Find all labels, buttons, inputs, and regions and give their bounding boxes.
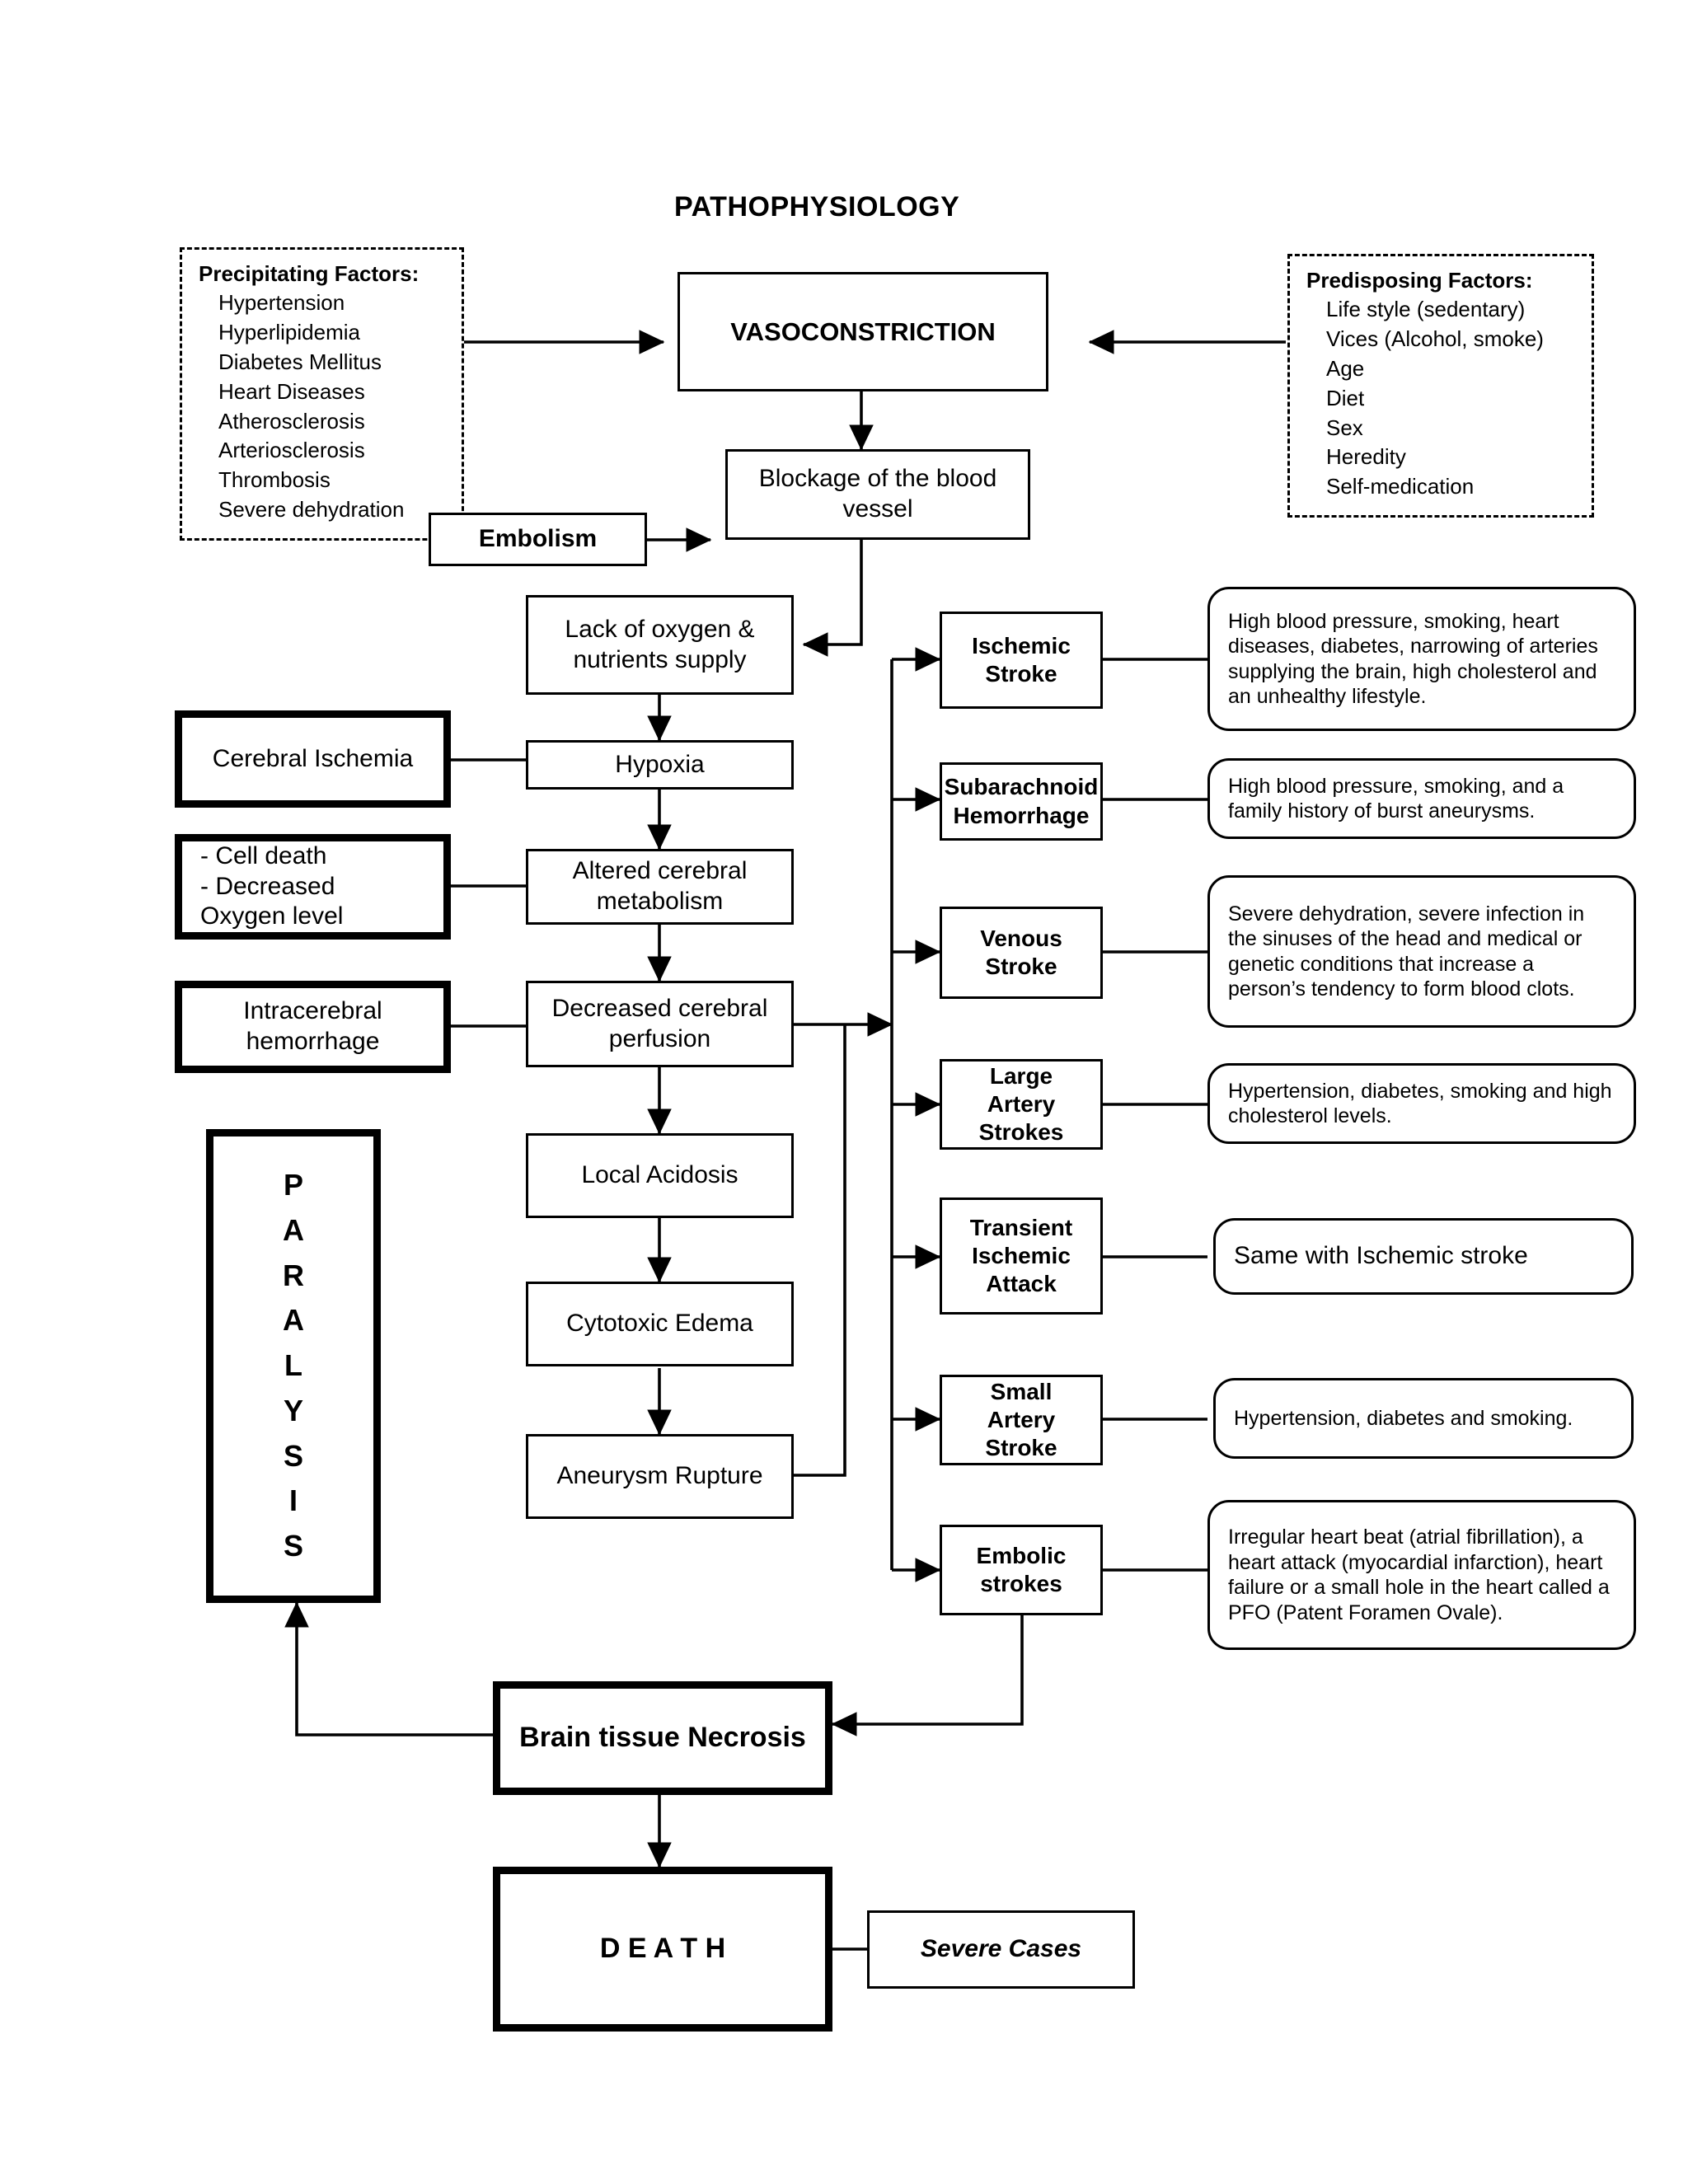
node-local-acidosis: Local Acidosis — [526, 1133, 794, 1218]
paralysis-letter: Y — [283, 1393, 303, 1427]
cell-death-line: - Cell death — [200, 842, 327, 870]
node-aneurysm-rupture: Aneurysm Rupture — [526, 1434, 794, 1519]
stroke-desc-ischemic-stroke: High blood pressure, smoking, heart dise… — [1207, 587, 1636, 731]
node-decreased-cerebral-perfusion: Decreased cerebral perfusion — [526, 981, 794, 1067]
cell-death-line: - Decreased — [200, 872, 335, 900]
page-title: PATHOPHYSIOLOGY — [674, 191, 960, 223]
stroke-type-subarachnoid-hemorrhage: Subarachnoid Hemorrhage — [940, 762, 1103, 841]
node-severe-cases: Severe Cases — [867, 1910, 1135, 1989]
list-item: Severe dehydration — [218, 497, 405, 523]
node-intracerebral-hemorrhage: Intracerebral hemorrhage — [175, 981, 451, 1073]
list-item: Hyperlipidemia — [218, 319, 360, 344]
node-cerebral-ischemia: Cerebral Ischemia — [175, 710, 451, 808]
list-item: Age — [1326, 355, 1365, 381]
list-item: Heredity — [1326, 444, 1406, 470]
paralysis-letter: A — [283, 1212, 304, 1247]
list-item: Self-medication — [1326, 474, 1475, 499]
list-item: Heart Diseases — [218, 378, 365, 404]
stroke-desc-venous-stroke: Severe dehydration, severe infection in … — [1207, 875, 1636, 1028]
list-item: Diabetes Mellitus — [218, 349, 382, 374]
stroke-desc-large-artery-strokes: Hypertension, diabetes, smoking and high… — [1207, 1063, 1636, 1144]
paralysis-letter: L — [284, 1348, 302, 1383]
node-hypoxia: Hypoxia — [526, 740, 794, 790]
list-item: Thrombosis — [218, 467, 331, 493]
stroke-desc-embolic-strokes: Irregular heart beat (atrial fibrillatio… — [1207, 1500, 1636, 1650]
node-blockage-of-blood-vessel: Blockage of the blood vessel — [725, 449, 1030, 540]
node-brain-tissue-necrosis: Brain tissue Necrosis — [493, 1681, 832, 1795]
list-item: Atherosclerosis — [218, 408, 365, 434]
predisposing-factors-list: Life style (sedentary) Vices (Alcohol, s… — [1306, 295, 1577, 502]
stroke-desc-transient-ischemic-attack: Same with Ischemic stroke — [1213, 1218, 1634, 1295]
node-altered-cerebral-metabolism: Altered cerebral metabolism — [526, 849, 794, 925]
list-item: Hypertension — [218, 290, 345, 315]
predisposing-factors-heading: Predisposing Factors: — [1306, 268, 1533, 293]
list-item: Diet — [1326, 385, 1365, 410]
node-death: D E A T H — [493, 1867, 832, 2032]
list-item: Life style (sedentary) — [1326, 297, 1526, 321]
precipitating-factors-panel: Precipitating Factors: Hypertension Hype… — [180, 247, 464, 541]
node-embolism: Embolism — [429, 513, 647, 566]
node-vasoconstriction: VASOCONSTRICTION — [678, 272, 1048, 391]
node-cell-death: - Cell death - Decreased Oxygen level — [175, 834, 451, 940]
paralysis-letter: R — [283, 1258, 304, 1292]
stroke-type-small-artery-stroke: Small Artery Stroke — [940, 1375, 1103, 1465]
paralysis-letter: P — [283, 1168, 303, 1202]
stroke-desc-subarachnoid-hemorrhage: High blood pressure, smoking, and a fami… — [1207, 758, 1636, 839]
precipitating-factors-heading: Precipitating Factors: — [199, 261, 420, 286]
stroke-type-embolic-strokes: Embolic strokes — [940, 1525, 1103, 1615]
stroke-type-ischemic-stroke: Ischemic Stroke — [940, 612, 1103, 709]
cell-death-line: Oxygen level — [200, 902, 344, 930]
node-paralysis: P A R A L Y S I S — [206, 1129, 381, 1603]
stroke-type-large-artery-strokes: Large Artery Strokes — [940, 1059, 1103, 1150]
precipitating-factors-list: Hypertension Hyperlipidemia Diabetes Mel… — [199, 288, 447, 525]
list-item: Sex — [1326, 415, 1363, 440]
paralysis-letter: S — [283, 1529, 303, 1563]
stroke-type-venous-stroke: Venous Stroke — [940, 907, 1103, 999]
paralysis-letter: S — [283, 1438, 303, 1473]
node-lack-of-oxygen: Lack of oxygen & nutrients supply — [526, 595, 794, 695]
predisposing-factors-panel: Predisposing Factors: Life style (sedent… — [1287, 254, 1594, 518]
stroke-desc-small-artery-stroke: Hypertension, diabetes and smoking. — [1213, 1378, 1634, 1459]
node-cytotoxic-edema: Cytotoxic Edema — [526, 1282, 794, 1366]
list-item: Vices (Alcohol, smoke) — [1326, 326, 1544, 351]
list-item: Arteriosclerosis — [218, 438, 365, 463]
paralysis-letter: A — [283, 1303, 304, 1338]
stroke-type-transient-ischemic-attack: Transient Ischemic Attack — [940, 1197, 1103, 1315]
paralysis-letter: I — [288, 1483, 298, 1518]
